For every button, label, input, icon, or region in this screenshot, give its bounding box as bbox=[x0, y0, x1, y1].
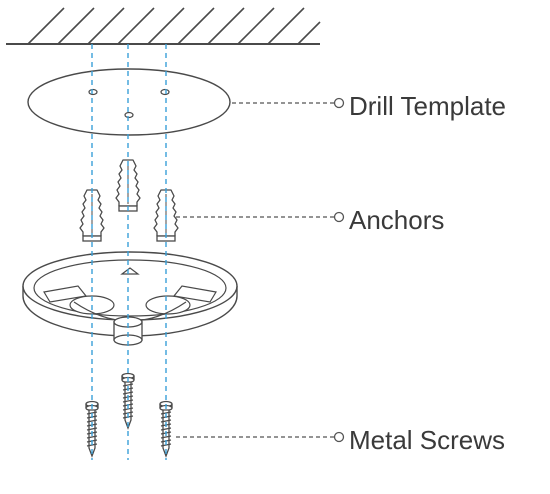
ceiling-hatch-icon bbox=[6, 7, 321, 45]
callout-metal-screws bbox=[176, 431, 345, 443]
screw-right-icon bbox=[159, 400, 173, 457]
mounting-base-icon bbox=[22, 251, 238, 346]
callout-drill-template bbox=[232, 97, 345, 109]
anchors-label: Anchors bbox=[349, 205, 445, 235]
drill-template-icon bbox=[27, 68, 231, 136]
alignment-guides bbox=[91, 44, 167, 460]
metal-screws-label: Metal Screws bbox=[349, 425, 506, 455]
screws-group bbox=[85, 372, 173, 457]
anchors-group bbox=[79, 159, 179, 242]
screw-left-icon bbox=[85, 400, 99, 457]
drill-template-label: Drill Template bbox=[349, 91, 507, 121]
anchor-center-icon bbox=[115, 159, 141, 212]
callout-anchors bbox=[176, 211, 345, 223]
